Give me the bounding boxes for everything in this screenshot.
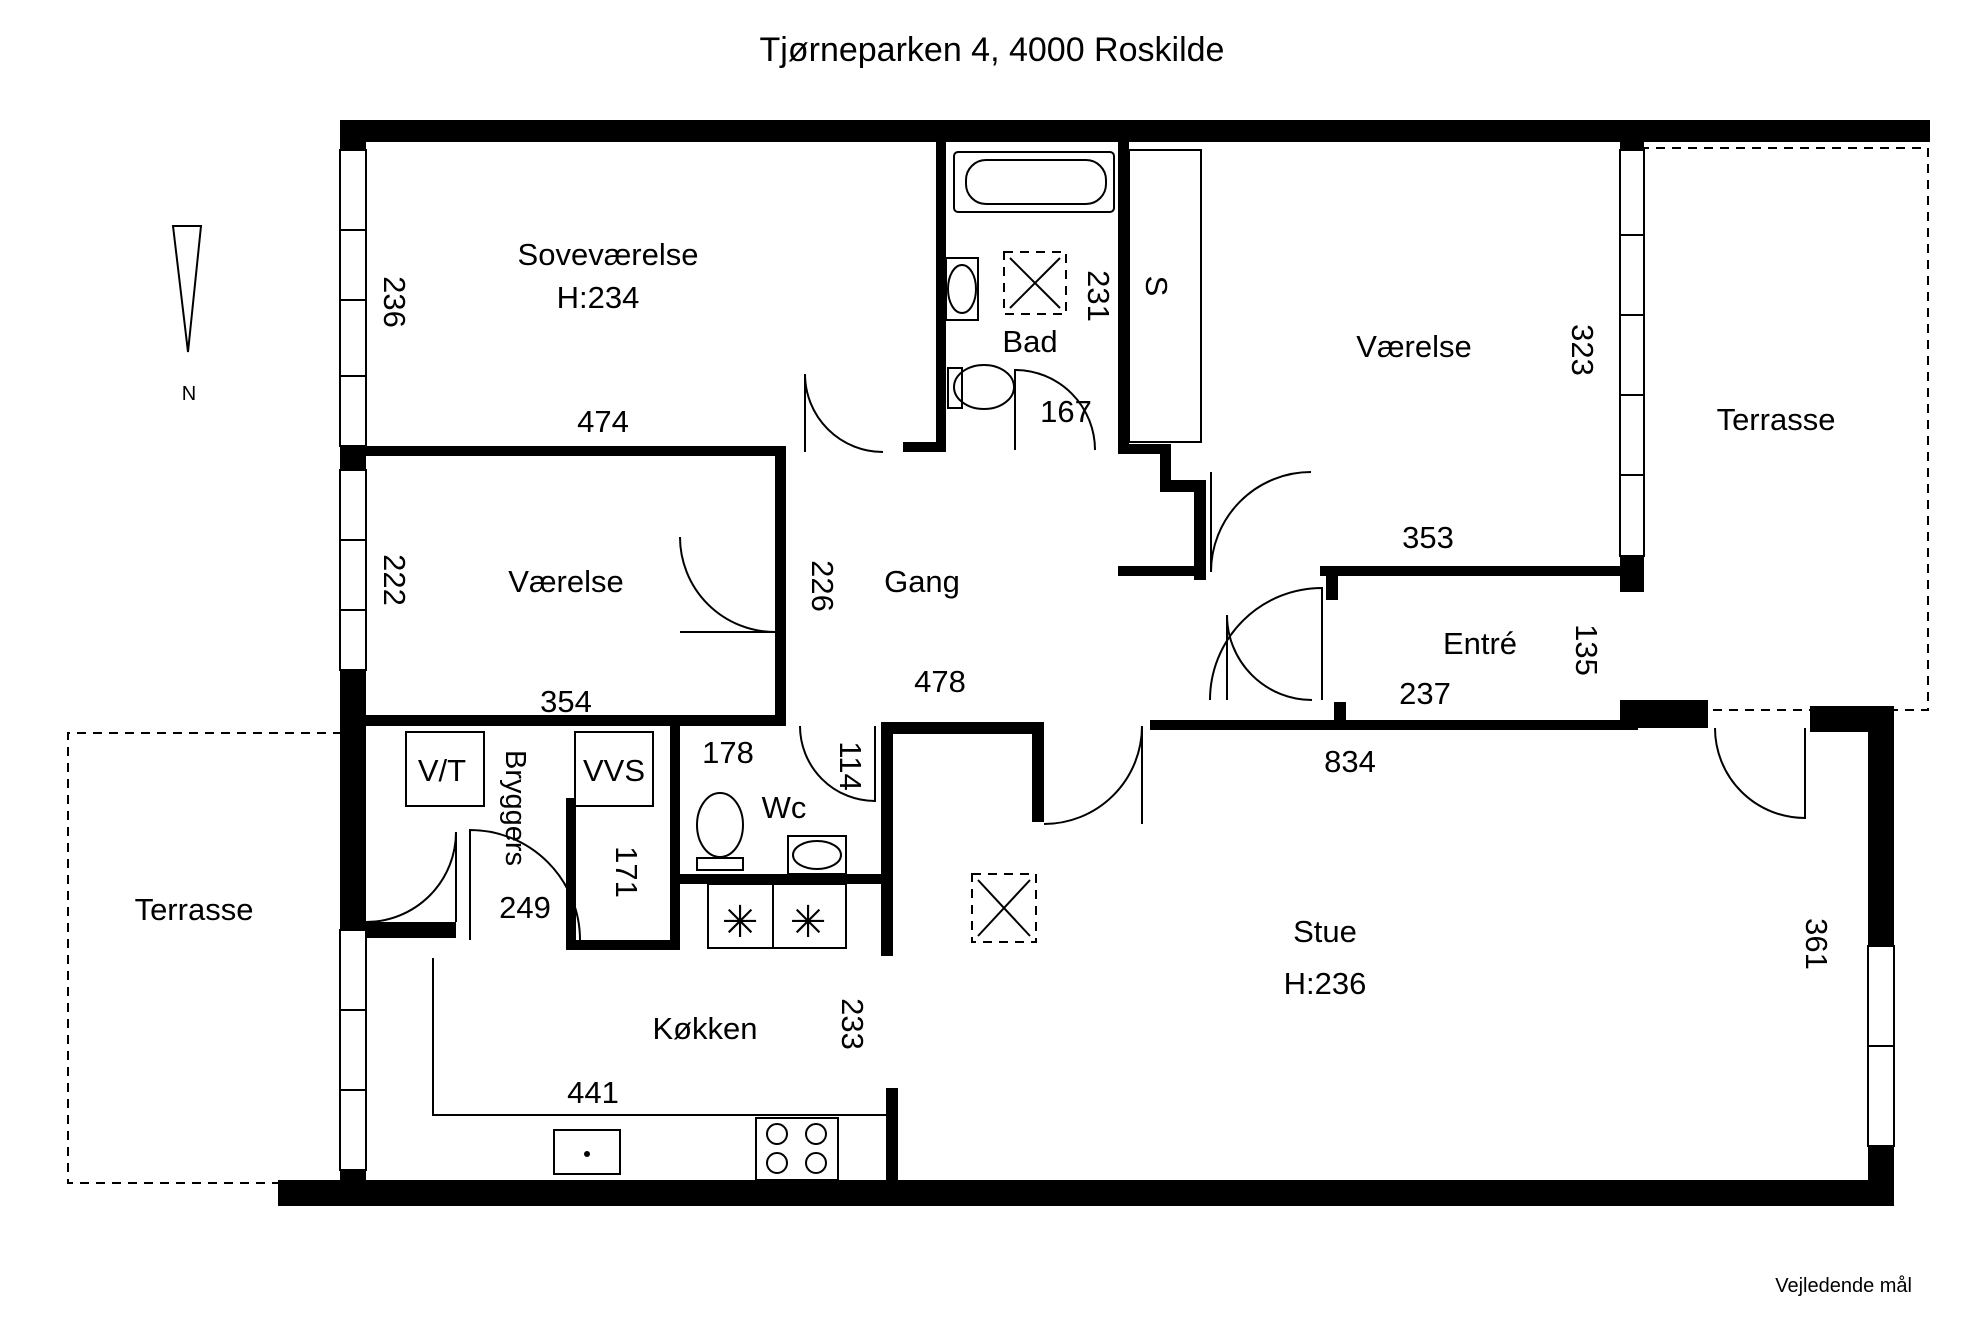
plan-title: Tjørneparken 4, 4000 Roskilde	[760, 31, 1225, 69]
dimension-label: 474	[577, 404, 629, 439]
room-name-entre: Entré	[1443, 626, 1517, 661]
interior-walls	[366, 142, 1644, 1184]
doors	[365, 368, 1806, 941]
dimension-label: 222	[377, 554, 412, 606]
dimension-labels: 236 474 231 167 323 353 222 226 354 478 …	[377, 270, 1834, 1110]
dimension-label: 441	[567, 1075, 619, 1110]
kitchen-counter	[432, 958, 886, 1116]
room-name-terrasse-west: Terrasse	[135, 892, 254, 927]
dimension-label: 478	[914, 664, 966, 699]
washer	[405, 731, 485, 807]
terrace-east-outline	[1640, 147, 1929, 711]
bathtub	[953, 151, 1115, 213]
dimension-label: 834	[1324, 744, 1376, 779]
dimension-label: 354	[540, 684, 592, 719]
dimension-label: 323	[1565, 324, 1600, 376]
dimension-label: 233	[835, 998, 870, 1050]
fixture-label-vt: V/T	[418, 753, 466, 788]
compass: N	[171, 225, 203, 405]
kitchen-appliances	[707, 883, 847, 949]
room-name-bryggers: Bryggers	[499, 750, 531, 866]
room-height-sovevaerelse: H:234	[557, 280, 640, 315]
wc-sink	[787, 835, 847, 875]
bathroom-sink	[945, 257, 979, 321]
room-name-gang: Gang	[884, 564, 960, 599]
fixture-label-vvs: VVS	[583, 753, 645, 788]
room-name-skab: S	[1139, 276, 1174, 297]
room-name-stue: Stue	[1293, 914, 1357, 949]
dimension-label: 171	[609, 846, 644, 898]
wc-toilet	[696, 792, 744, 858]
fixtures: ✳ ✳	[405, 149, 1202, 1181]
room-name-sovevaerelse: Soveværelse	[518, 237, 699, 272]
dimension-label: 178	[702, 735, 754, 770]
compass-label: N	[182, 383, 196, 405]
disclaimer-label: Vejledende mål	[1775, 1275, 1912, 1297]
dimension-label: 226	[805, 560, 840, 612]
room-name-kokken: Køkken	[652, 1011, 757, 1046]
dimension-label: 237	[1399, 676, 1451, 711]
room-name-wc: Wc	[762, 790, 807, 825]
stue-vent	[971, 873, 1037, 943]
stove	[755, 1117, 839, 1181]
terrace-west-outline	[67, 732, 342, 1184]
vvs-cabinet	[574, 731, 654, 807]
dimension-label: 236	[377, 276, 412, 328]
north-arrow-icon	[171, 225, 203, 353]
asterisk-icon: ✳	[790, 898, 827, 947]
dimension-label: 114	[833, 741, 868, 790]
dimension-label: 167	[1040, 394, 1092, 429]
windows	[339, 149, 1895, 1171]
asterisk-icon: ✳	[722, 898, 759, 947]
kitchen-sink	[553, 1129, 621, 1175]
bad-vent	[1003, 251, 1067, 315]
dimension-label: 135	[1569, 624, 1604, 676]
closet	[1128, 149, 1202, 443]
dimension-label: 353	[1402, 520, 1454, 555]
dimension-label: 249	[499, 890, 551, 925]
dimension-label: 361	[1799, 918, 1834, 970]
room-name-vaerelse-west: Værelse	[508, 564, 623, 599]
room-name-vaerelse-east: Værelse	[1356, 329, 1471, 364]
bad-toilet	[953, 364, 1015, 410]
room-name-terrasse-east: Terrasse	[1717, 402, 1836, 437]
room-labels: Soveværelse H:234 Bad S Værelse Terrasse…	[135, 237, 1836, 1046]
dimension-label: 231	[1081, 270, 1116, 322]
room-name-bad: Bad	[1002, 324, 1057, 359]
room-height-stue: H:236	[1284, 966, 1367, 1001]
